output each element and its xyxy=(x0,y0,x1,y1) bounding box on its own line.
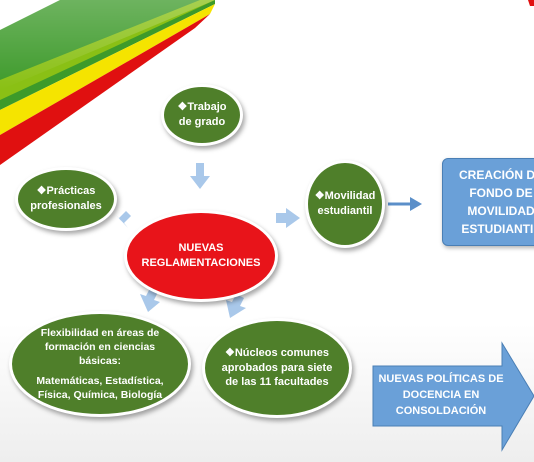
flag-ribbon xyxy=(0,0,215,165)
arrow-upleft xyxy=(116,211,131,228)
node-center-line2: REGLAMENTACIONES xyxy=(141,257,261,269)
node-nucleos-comunes: ❖Núcleos comunes aprobados para siete de… xyxy=(202,318,352,418)
box-fondo-line1: CREACIÓN DEL xyxy=(459,168,534,182)
arrow-downleft xyxy=(140,288,160,312)
box-nuevas-politicas: NUEVAS POLÍTICAS DE DOCENCIA EN CONSOLDA… xyxy=(373,366,509,426)
box-fondo-line3: MOVILIDAD xyxy=(467,204,534,218)
box-politicas-line2: DOCENCIA EN xyxy=(402,389,480,402)
node-nucleos-line2: aprobados para siete xyxy=(221,361,333,374)
node-flex-line4: Matemáticas, Estadística, xyxy=(36,374,164,387)
box-fondo-line4: ESTUDIANTIL xyxy=(461,222,534,236)
box-fondo-movilidad: CREACIÓN DEL FONDO DE MOVILIDAD ESTUDIAN… xyxy=(442,158,534,246)
node-trabajo-line1: ❖Trabajo xyxy=(177,101,227,114)
node-movilidad-line1: ❖Movilidad xyxy=(314,190,376,203)
node-flex-line5: Física, Química, Biología xyxy=(37,388,163,401)
arrow-up xyxy=(190,163,210,189)
box-politicas-line3: CONSOLDACIÓN xyxy=(395,404,487,417)
node-trabajo-de-grado: ❖Trabajo de grado xyxy=(161,84,243,146)
node-movilidad-line2: estudiantil xyxy=(317,205,373,217)
node-nucleos-line1: ❖Núcleos comunes xyxy=(224,346,329,359)
arrow-downright xyxy=(226,294,246,318)
box-fondo-line2: FONDO DE xyxy=(469,186,533,200)
node-nucleos-line3: de las 11 facultades xyxy=(225,376,329,389)
arrow-to-fondo xyxy=(388,197,422,211)
node-practicas-line2: profesionales xyxy=(30,200,102,212)
node-flex-line2: formación en ciencias xyxy=(44,341,156,354)
box-politicas-line1: NUEVAS POLÍTICAS DE xyxy=(378,373,504,386)
corner-red-mark xyxy=(528,0,534,6)
politicas-arrow-shape xyxy=(372,341,534,452)
node-flex-line1: Flexibilidad en áreas de xyxy=(40,327,160,340)
node-practicas-line1: ❖Prácticas xyxy=(36,185,96,198)
arrow-right xyxy=(276,208,300,228)
node-flex-line3: básicas: xyxy=(78,355,121,368)
node-practicas-profesionales: ❖Prácticas profesionales xyxy=(15,167,117,231)
node-flexibilidad: Flexibilidad en áreas de formación en ci… xyxy=(9,311,191,417)
node-nuevas-reglamentaciones: NUEVAS REGLAMENTACIONES xyxy=(124,210,278,302)
node-movilidad-estudiantil: ❖Movilidad estudiantil xyxy=(305,160,385,248)
node-center-line1: NUEVAS xyxy=(178,242,224,255)
node-trabajo-line2: de grado xyxy=(178,116,226,128)
